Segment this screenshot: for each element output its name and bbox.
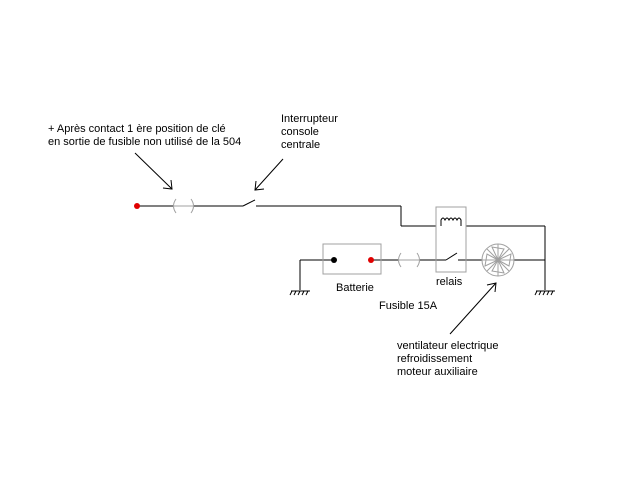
label-ventilateur-line2: refroidissement <box>397 353 472 365</box>
interrupteur-switch <box>242 199 256 207</box>
relay-contact <box>445 252 458 261</box>
contact-terminal <box>134 203 140 209</box>
relay-box <box>435 206 467 273</box>
battery-box <box>322 243 382 275</box>
arrow-interrupteur <box>254 158 284 191</box>
label-batterie: Batterie <box>336 282 374 294</box>
label-fusible: Fusible 15A <box>379 300 438 312</box>
label-interrupteur-line2: console <box>281 126 319 138</box>
label-interrupteur-line1: Interrupteur <box>281 113 338 125</box>
top-wire <box>137 205 546 290</box>
bottom-wire <box>299 259 545 290</box>
battery-negative-terminal <box>331 257 337 263</box>
battery-positive-terminal <box>368 257 374 263</box>
ground-symbol-right <box>534 290 555 296</box>
label-interrupteur-line3: centrale <box>281 139 320 151</box>
label-ventilateur-line3: moteur auxiliaire <box>397 366 478 378</box>
label-ventilateur-line1: ventilateur electrique <box>397 340 499 352</box>
fan-motor <box>481 243 515 277</box>
relay <box>435 206 467 273</box>
label-contact-line1: + Après contact 1 ère position de clé <box>48 123 226 135</box>
ground-symbol-left <box>289 290 310 296</box>
fuse-15a <box>398 252 420 268</box>
top-fuse <box>173 198 194 214</box>
label-relais: relais <box>436 276 463 288</box>
relay-coil <box>440 217 462 226</box>
arrow-ventilateur <box>449 282 497 335</box>
label-contact-line2: en sortie de fusible non utilisé de la 5… <box>48 136 241 148</box>
arrow-contact <box>134 152 173 190</box>
